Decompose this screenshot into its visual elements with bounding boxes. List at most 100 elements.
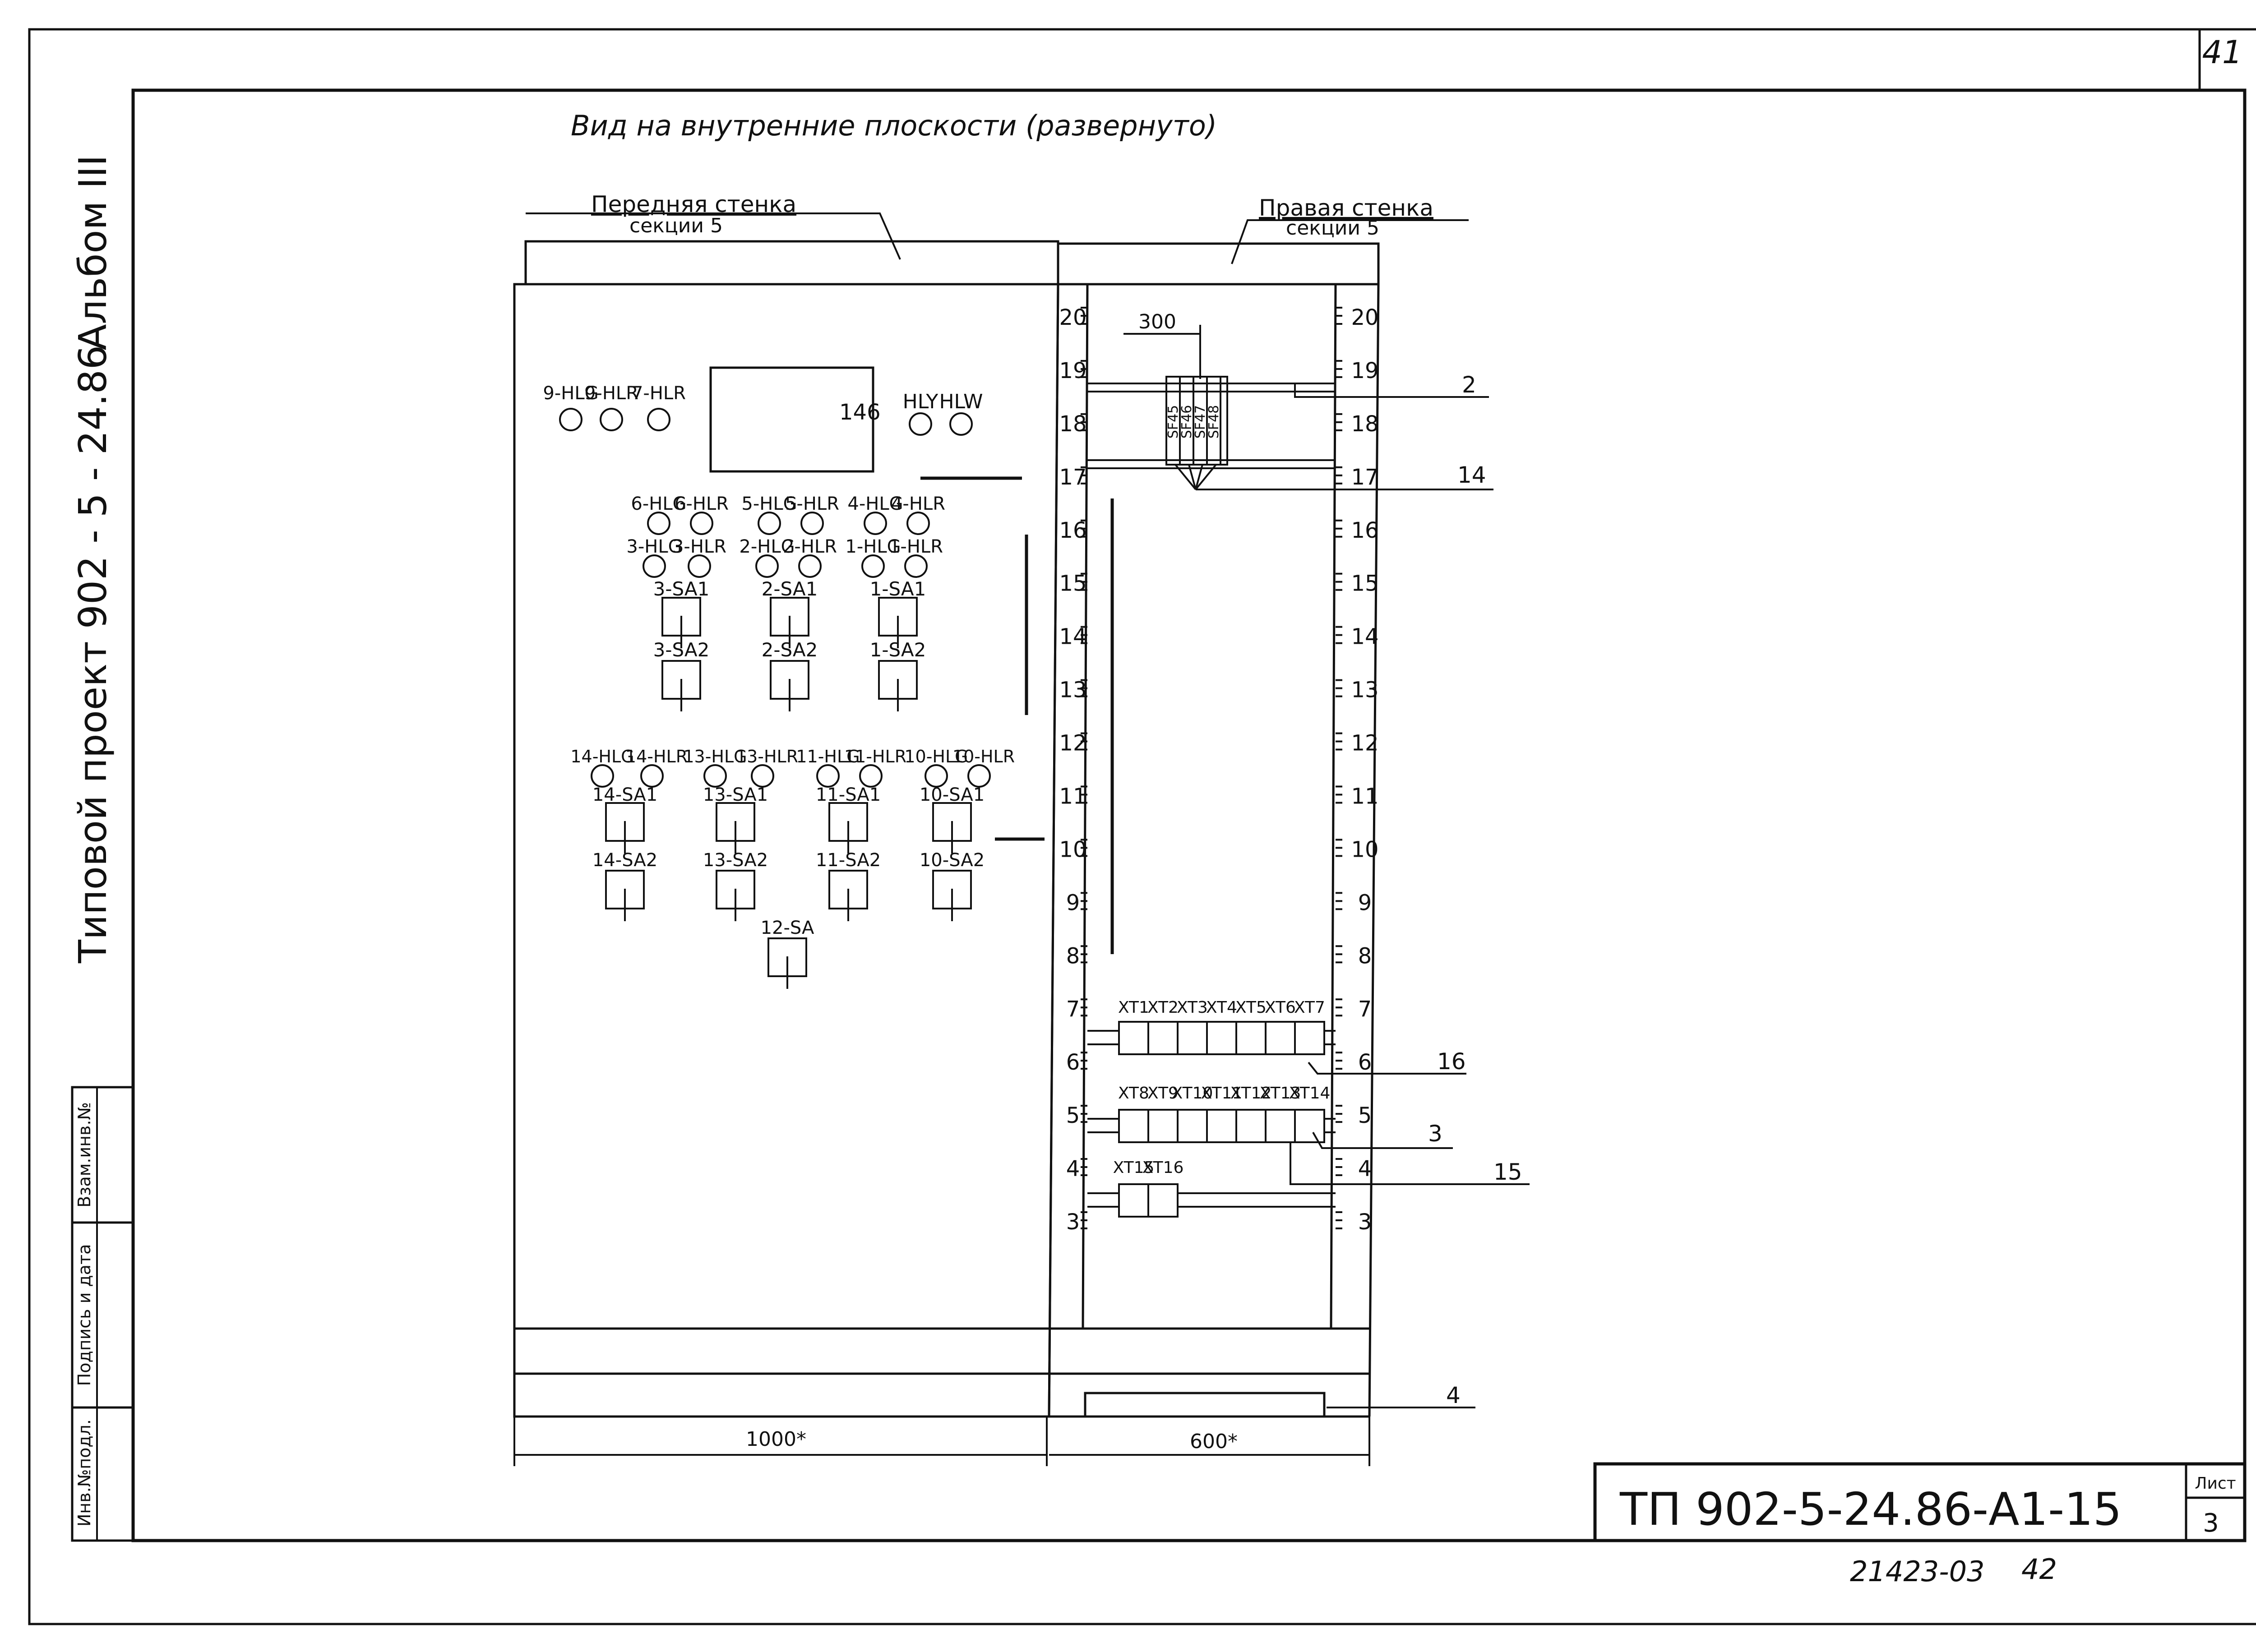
project-code: ТП 902-5-24.86-А1-15 [1619, 1483, 2122, 1536]
project-text: Типовой проект 902 - 5 - 24.86 [71, 345, 116, 964]
scale-number-right: 12 [1351, 731, 1378, 756]
scale-number-left: 17 [1059, 465, 1086, 490]
leader-line [1195, 464, 1203, 490]
indicator-lamp [591, 764, 614, 788]
scale-number-left: 8 [1066, 943, 1080, 969]
lamp-label: HLY [903, 390, 938, 413]
lamp-label: 14-HLG [570, 747, 634, 766]
terminal-label: XT15 [1113, 1158, 1155, 1177]
switch-label: 10-SA1 [920, 784, 985, 805]
switch-label: 12-SA [761, 918, 814, 938]
scale-number-left: 12 [1059, 731, 1086, 756]
stamp-table [71, 1086, 134, 1542]
terminal-label: XT10 [1172, 1084, 1213, 1103]
front-device-label: 146 [839, 400, 881, 425]
switch-label: 13-SA2 [703, 850, 768, 871]
switch-label: 14-SA2 [592, 850, 657, 871]
dim-300: 300 [1138, 310, 1176, 333]
switch-label: 2-SA2 [762, 639, 818, 661]
scale-number-right: 4 [1358, 1156, 1372, 1181]
scale-number-left: 9 [1066, 890, 1080, 915]
lamp-label: 11-HLG [796, 747, 860, 766]
right-width-dim: 600* [1190, 1430, 1238, 1453]
indicator-lamp [949, 412, 973, 436]
indicator-lamp [647, 512, 670, 535]
stamp-cell-inventory: Инв.№подл. [74, 1419, 94, 1527]
lamp-label: 1-HLR [889, 536, 943, 557]
indicator-lamp [688, 554, 711, 578]
front-device-box [709, 366, 874, 473]
switch-label: 2-SA1 [762, 578, 818, 600]
indicator-lamp [640, 764, 664, 788]
lamp-label: 6-HLR [675, 494, 729, 514]
indicator-lamp [755, 554, 779, 578]
top-right-number: 41 [2202, 34, 2242, 71]
footer-number: 42 [2021, 1553, 2057, 1586]
callout-2: 2 [1462, 372, 1476, 398]
scale-number-left: 19 [1059, 358, 1086, 383]
leader-line [1188, 464, 1197, 490]
indicator-lamp [647, 408, 670, 431]
scale-number-left: 13 [1059, 678, 1086, 703]
album-text: Альбом III [71, 155, 116, 350]
scale-number-right: 15 [1351, 571, 1378, 596]
terminal-label: XT2 [1147, 998, 1179, 1017]
base-rail [1084, 1392, 1326, 1418]
scale-number-right: 16 [1351, 518, 1378, 543]
scale-number-right: 3 [1358, 1209, 1372, 1235]
terminal-label: XT11 [1201, 1084, 1243, 1103]
switch-label: 13-SA1 [703, 784, 768, 805]
indicator-lamp [798, 554, 822, 578]
scale-number-left: 15 [1059, 571, 1086, 596]
terminal-label: XT12 [1230, 1084, 1272, 1103]
lamp-label: 13-HLG [683, 747, 747, 766]
terminal-label: XT6 [1265, 998, 1296, 1017]
lamp-label: 3-HLR [672, 536, 726, 557]
scale-number-right: 6 [1358, 1050, 1372, 1075]
scale-number-left: 14 [1059, 624, 1086, 650]
switch-label: 11-SA1 [816, 784, 881, 805]
scale-number-left: 20 [1059, 305, 1086, 330]
terminal-block [1118, 1109, 1325, 1143]
terminal-label: XT14 [1289, 1084, 1331, 1103]
front-wall-sub: секции 5 [629, 214, 723, 237]
scale-number-left: 5 [1066, 1103, 1080, 1128]
terminal-label: XT9 [1147, 1084, 1179, 1103]
indicator-lamp [758, 512, 781, 535]
lamp-label: 4-HLR [891, 494, 945, 514]
scale-number-left: 11 [1059, 784, 1086, 809]
lamp-label: 13-HLR [736, 747, 798, 766]
lamp-label: 5-HLG [741, 494, 797, 514]
lamp-label: 11-HLR [844, 747, 906, 766]
breaker-label: SF47 [1193, 405, 1208, 438]
leader-line [1195, 464, 1217, 490]
breaker-block [1165, 376, 1228, 466]
indicator-lamp [816, 764, 840, 788]
indicator-lamp [751, 764, 774, 788]
scale-number-left: 4 [1066, 1156, 1080, 1181]
terminal-label: XT8 [1118, 1084, 1149, 1103]
callout-14: 14 [1457, 462, 1486, 488]
callout-4: 4 [1446, 1382, 1461, 1408]
scale-number-right: 18 [1351, 411, 1378, 437]
scale-number-right: 20 [1351, 305, 1378, 330]
indicator-lamp [909, 412, 932, 436]
terminal-label: XT4 [1206, 998, 1237, 1017]
scale-number-right: 13 [1351, 678, 1378, 703]
indicator-lamp [643, 554, 666, 578]
terminal-block [1118, 1021, 1325, 1055]
scale-number-left: 3 [1066, 1209, 1080, 1235]
right-wall-label: Правая стенка [1259, 195, 1433, 221]
scale-number-left: 10 [1059, 837, 1086, 862]
lamp-label: HLW [939, 390, 983, 413]
sheet-number: 3 [2203, 1509, 2219, 1538]
front-panel-outline [524, 240, 1059, 286]
breaker-label: SF45 [1165, 405, 1181, 438]
lamp-label: 10-HLR [952, 747, 1015, 766]
lamp-label: 3-HLG [626, 536, 682, 557]
scale-number-left: 18 [1059, 411, 1086, 437]
scale-number-right: 5 [1358, 1103, 1372, 1128]
terminal-label: XT7 [1294, 998, 1325, 1017]
lamp-label: 5-HLR [785, 494, 839, 514]
